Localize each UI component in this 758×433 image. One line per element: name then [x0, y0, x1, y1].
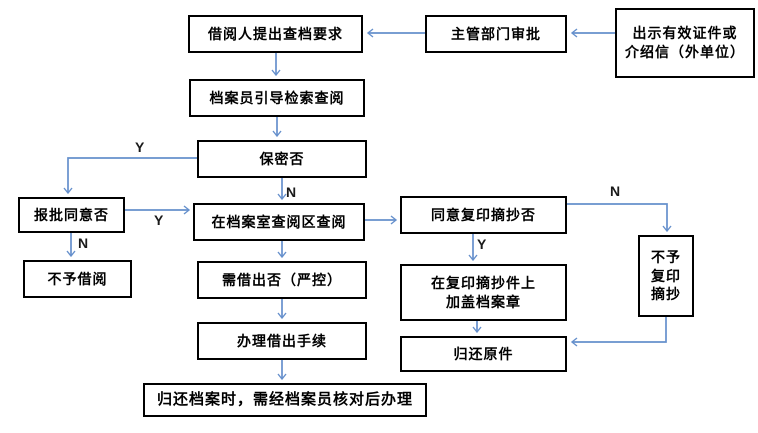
- node-copy-permission-check: 同意复印摘抄否: [400, 196, 567, 234]
- branch-label-report-yes: Y: [154, 212, 164, 228]
- node-stamp-copies: 在复印摘抄件上 加盖档案章: [400, 264, 567, 321]
- node-reading-room: 在档案室查阅区查阅: [193, 203, 365, 241]
- node-secrecy-check: 保密否: [197, 140, 367, 178]
- node-return-original: 归还原件: [400, 336, 567, 372]
- node-report-approval-check: 报批同意否: [18, 197, 125, 233]
- node-credentials: 出示有效证件或 介绍信（外单位）: [615, 8, 755, 78]
- node-credentials-line1: 出示有效证件或: [632, 25, 738, 42]
- branch-label-report-no: N: [78, 235, 89, 251]
- arrow-copycheck-no-to-denycopy: [567, 203, 672, 233]
- node-stamp-copies-line2: 加盖档案章: [446, 293, 521, 310]
- node-borrow-procedure: 办理借出手续: [197, 322, 367, 360]
- branch-label-copy-yes: Y: [477, 236, 487, 252]
- node-approval: 主管部门审批: [425, 15, 567, 53]
- node-deny-copy: 不予 复印 摘抄: [638, 235, 694, 317]
- node-archivist-guide: 档案员引导检索查阅: [189, 79, 365, 117]
- node-deny-borrow: 不予借阅: [23, 260, 132, 298]
- node-deny-copy-line3: 摘抄: [651, 286, 681, 303]
- branch-label-secrecy-no: N: [286, 184, 297, 200]
- node-request: 借阅人提出查档要求: [188, 15, 363, 53]
- node-credentials-line2: 介绍信（外单位）: [625, 44, 745, 60]
- branch-label-copy-no: N: [610, 183, 621, 199]
- branch-label-secrecy-yes: Y: [135, 139, 145, 155]
- arrow-denycopy-to-returnoriginal: [570, 317, 667, 347]
- node-stamp-copies-line1: 在复印摘抄件上: [431, 274, 536, 291]
- node-deny-copy-line2: 复印: [651, 267, 681, 284]
- arrow-secrecy-yes-to-report: [63, 157, 197, 195]
- node-deny-copy-line1: 不予: [651, 248, 681, 265]
- node-return-archive: 归还档案时，需经档案员核对后办理: [143, 383, 427, 417]
- node-borrow-check: 需借出否（严控）: [197, 261, 367, 299]
